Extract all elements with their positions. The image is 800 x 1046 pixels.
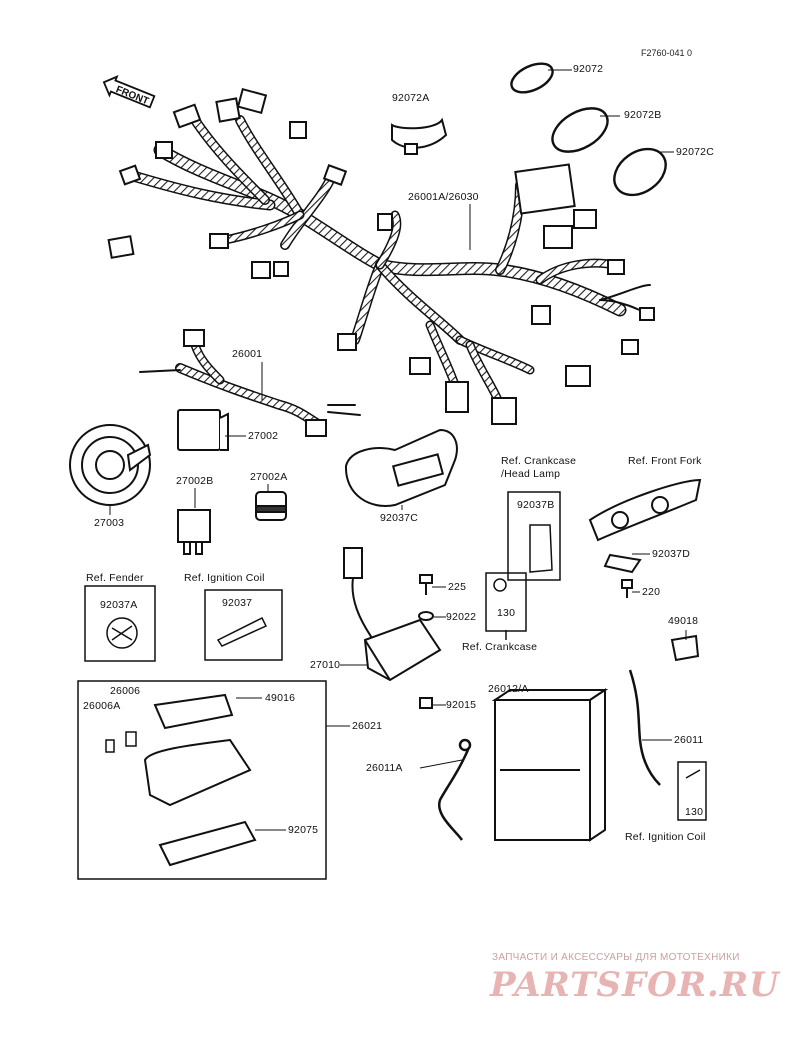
leader-lines <box>109 69 687 831</box>
figure-code: F2760-041 0 <box>641 48 693 58</box>
ref-ignition-coil-lower: Ref. Ignition Coil <box>625 831 706 843</box>
label-92037D: 92037D <box>652 548 690 560</box>
clamp-92072A <box>391 117 448 155</box>
nut-92015 <box>419 697 433 709</box>
horn-27003 <box>69 424 152 506</box>
relay-27002A <box>255 491 287 521</box>
cover-92037C <box>344 428 458 507</box>
label-92072C: 92072C <box>676 146 714 158</box>
ref-box-ignition-coil <box>204 589 283 661</box>
label-225: 225 <box>448 581 467 593</box>
band-92072 <box>510 62 667 197</box>
label-26011: 26011 <box>674 734 704 746</box>
label-92072: 92072 <box>573 63 604 75</box>
ref-crankcase-headlamp-line2: /Head Lamp <box>501 468 561 480</box>
label-92037C: 92037C <box>380 512 418 524</box>
ref-ignition-coil-upper: Ref. Ignition Coil <box>184 572 265 584</box>
label-27002B: 27002B <box>176 475 214 487</box>
label-92037: 92037 <box>222 597 253 609</box>
label-26012A: 26012/A <box>488 683 529 695</box>
label-92037B: 92037B <box>517 499 555 511</box>
watermark-brand: PARTSFOR.RU <box>490 965 780 1005</box>
label-92022: 92022 <box>446 611 477 623</box>
washer-92022 <box>418 611 434 621</box>
label-26001A-26030: 26001A/26030 <box>408 191 479 203</box>
ref-crankcase: Ref. Crankcase <box>462 641 538 653</box>
ref-fender: Ref. Fender <box>86 572 144 584</box>
label-27002: 27002 <box>248 430 279 442</box>
label-26021: 26021 <box>352 720 383 732</box>
label-27003: 27003 <box>94 517 125 529</box>
label-26006: 26006 <box>110 685 141 697</box>
label-92072B: 92072B <box>624 109 662 121</box>
label-220: 220 <box>642 586 661 598</box>
battery-cable-26011 <box>628 669 661 786</box>
battery-cable-26011A <box>437 738 472 841</box>
terminal-cap-49018 <box>670 634 700 662</box>
harness-connectors <box>107 87 655 425</box>
sub-harness-26001 <box>139 329 361 437</box>
label-27002A: 27002A <box>250 471 288 483</box>
bolt-220 <box>621 579 633 598</box>
ref-box-fender <box>84 585 156 662</box>
front-direction-arrow-icon: FRONT <box>102 75 156 109</box>
fuse-box-group-26021 <box>77 680 327 880</box>
label-130-lower: 130 <box>685 806 704 818</box>
watermark-tagline: ЗАПЧАСТИ И АКСЕССУАРЫ ДЛЯ МОТОТЕХНИКИ <box>492 952 740 963</box>
label-130-upper: 130 <box>497 607 516 619</box>
bolt-225 <box>419 574 433 595</box>
label-92075: 92075 <box>288 824 319 836</box>
relay-27002B <box>177 509 211 555</box>
label-92037A: 92037A <box>100 599 138 611</box>
ref-crankcase-headlamp-line1: Ref. Crankcase <box>501 455 577 467</box>
label-92015: 92015 <box>446 699 477 711</box>
ref-box-crankcase-headlamp <box>505 491 561 640</box>
label-26011A: 26011A <box>366 762 403 774</box>
ref-box-130-lower <box>677 761 707 821</box>
front-fork-bracket <box>588 478 702 574</box>
ref-box-130-upper <box>485 572 527 632</box>
label-49018: 49018 <box>668 615 699 627</box>
battery-26012A <box>491 688 609 842</box>
label-92072A: 92072A <box>392 92 430 104</box>
label-27010: 27010 <box>310 659 341 671</box>
relay-27002 <box>177 409 229 451</box>
label-26006A: 26006A <box>83 700 121 712</box>
ref-front-fork: Ref. Front Fork <box>628 455 702 467</box>
label-26001: 26001 <box>232 348 263 360</box>
regulator-27010 <box>343 547 442 682</box>
label-49016: 49016 <box>265 692 296 704</box>
